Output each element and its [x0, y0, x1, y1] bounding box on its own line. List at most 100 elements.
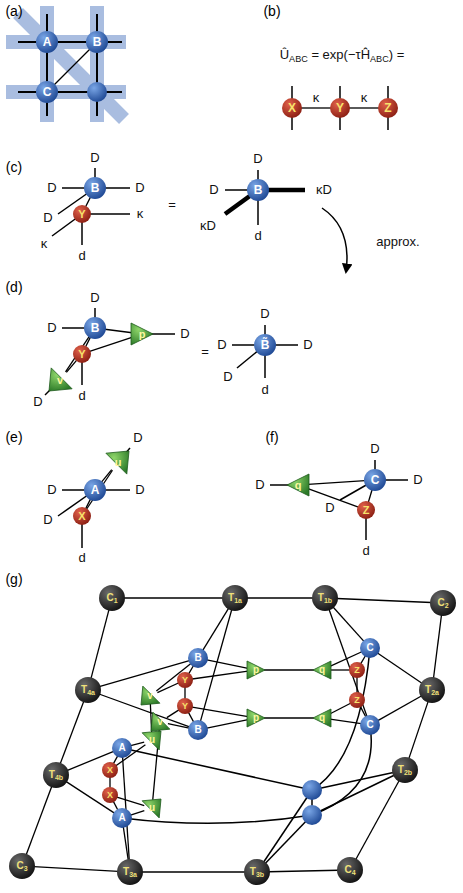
bond-line	[333, 607, 364, 642]
site-tensor: C	[360, 715, 380, 735]
bond-line	[377, 653, 422, 683]
node-letter: u	[149, 735, 155, 745]
bond-line	[330, 669, 350, 670]
bond-line	[409, 701, 429, 759]
bond-line	[90, 337, 133, 351]
node-letter: B	[91, 322, 100, 334]
bond-line	[57, 41, 87, 42]
index-label: D	[324, 501, 335, 515]
bond-line	[86, 197, 91, 207]
panel-label: (c)	[5, 160, 23, 175]
index-label: D	[42, 513, 53, 527]
node-letter: T1a	[228, 593, 242, 604]
bond-line	[86, 499, 91, 509]
operator-tensor: X	[282, 98, 302, 118]
operator-tensor: X	[73, 507, 91, 525]
bond-line	[188, 712, 193, 722]
operator-tensor: Y	[73, 205, 91, 223]
bond-line	[207, 660, 248, 669]
node-letter: T3a	[123, 867, 137, 878]
node-letter: C1	[106, 593, 117, 604]
bond-line	[189, 666, 194, 674]
environment-tensor: C1	[99, 585, 125, 611]
bond-line	[60, 701, 84, 764]
node-letter: q	[295, 480, 302, 491]
projector: q	[287, 474, 309, 496]
environment-tensor: T1b	[312, 585, 338, 611]
environment-tensor: T2b	[392, 757, 418, 783]
node-letter: T3b	[250, 867, 264, 878]
panel-label: (g)	[4, 572, 23, 587]
node-letter: B̃	[261, 339, 270, 351]
index-label: d	[260, 383, 269, 397]
index-label: κ	[40, 237, 49, 251]
bond-line	[207, 720, 248, 729]
bond-line	[99, 661, 189, 687]
bond-line	[337, 598, 432, 602]
index-label: D	[222, 370, 233, 384]
projector: v	[49, 369, 71, 391]
site-tensor: A	[112, 808, 132, 828]
projector: v	[151, 713, 169, 731]
node-letter: p	[253, 665, 259, 675]
bond-line	[329, 609, 367, 716]
projector: p	[131, 323, 153, 345]
bond-line	[113, 756, 117, 764]
bond-line	[109, 777, 110, 788]
projector: v	[141, 687, 159, 705]
node-letter: T4b	[49, 770, 63, 781]
index-label: d	[77, 551, 86, 565]
operator-tensor: X	[102, 762, 118, 778]
index-label: D	[46, 181, 57, 195]
node-letter: Y	[182, 676, 188, 685]
index-label: D	[46, 483, 57, 497]
site-tensor: A	[84, 479, 106, 501]
environment-tensor: T2a	[419, 677, 445, 703]
node-letter: q	[319, 665, 325, 675]
node-letter: X	[107, 766, 113, 775]
projector: u	[143, 799, 161, 817]
environment-tensor: T3a	[117, 859, 143, 885]
approx-arrow	[322, 208, 347, 272]
node-letter: B	[93, 36, 102, 48]
panel-label: (d)	[4, 280, 23, 295]
lattice-site	[87, 82, 107, 102]
environment-tensor: C3	[9, 853, 35, 879]
node-letter: X	[107, 791, 113, 800]
node-letter: T2b	[398, 765, 412, 776]
bond-label: κ	[360, 91, 369, 104]
node-letter: v	[157, 717, 163, 727]
bond-line	[105, 329, 132, 332]
node-letter: p	[253, 713, 259, 723]
index-label: D	[208, 183, 219, 197]
index-label: κD	[315, 183, 333, 197]
index-label: =	[167, 198, 177, 212]
bond-line	[203, 608, 229, 650]
index-label: =	[200, 345, 210, 359]
node-letter: v	[147, 691, 153, 701]
operator-tensor: Z	[349, 662, 365, 678]
bond-line	[192, 707, 248, 716]
bond-line	[269, 870, 339, 871]
projector: q	[313, 709, 331, 727]
index-label: D	[46, 321, 57, 335]
projector: p	[247, 661, 265, 679]
panel-label: (a)	[4, 4, 23, 19]
site-tensor: B	[188, 720, 208, 740]
node-letter: C	[366, 720, 373, 730]
environment-tensor: C4	[337, 857, 363, 883]
node-letter: X	[288, 102, 296, 114]
bond-line	[360, 706, 366, 717]
node-letter: T4a	[81, 685, 95, 696]
node-letter: A	[43, 36, 52, 48]
site-tensor: B	[188, 648, 208, 668]
index-label: D	[302, 338, 313, 352]
node-letter: p	[139, 329, 146, 340]
index-label: D	[259, 307, 270, 321]
environment-tensor: T4a	[75, 677, 101, 703]
projector: q	[313, 661, 331, 679]
bond-line	[264, 669, 314, 670]
node-letter: Y	[182, 702, 188, 711]
node-letter: C	[43, 86, 52, 98]
index-label: d	[77, 389, 86, 403]
